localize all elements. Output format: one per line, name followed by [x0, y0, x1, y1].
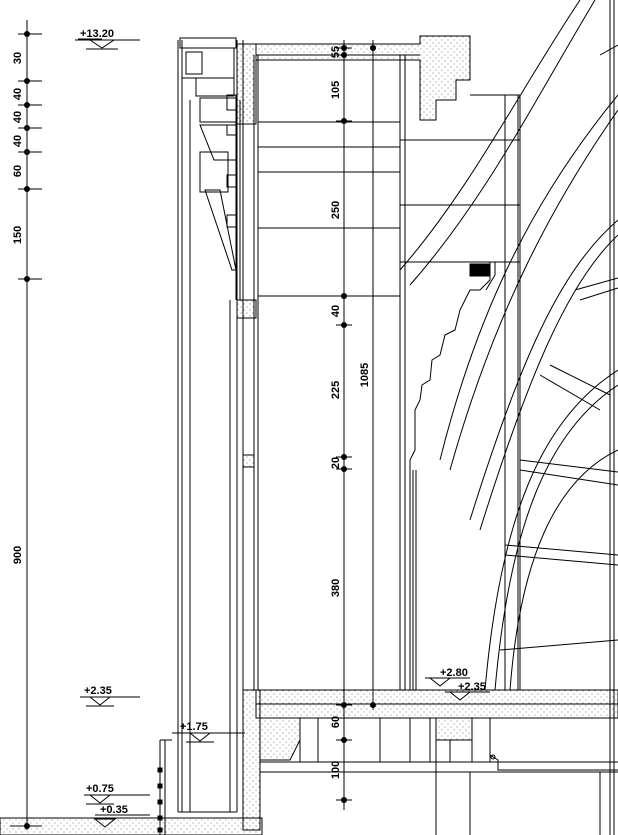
level-marker-2-80 [425, 677, 470, 687]
floor-slab [255, 689, 618, 719]
level-marker-top [75, 38, 140, 50]
dim-mid-4: 40 [330, 305, 342, 317]
dim-left-2: 40 [12, 88, 24, 100]
level-label-2-80: +2.80 [440, 667, 468, 679]
wall-hatch-lower [236, 299, 257, 319]
level-label-2-35-left: +2.35 [84, 685, 112, 697]
ground-slab [0, 817, 263, 835]
dim-mid-2: 105 [330, 81, 342, 99]
level-marker-2-35 [80, 696, 140, 707]
interior-lines [258, 55, 520, 690]
facade-wall [177, 40, 259, 813]
dim-left-4: 40 [12, 135, 24, 147]
level-marker-2-35-right [445, 691, 490, 701]
level-label-0-35: +0.35 [100, 804, 128, 816]
dim-left-3: 40 [12, 111, 24, 123]
level-label-top: +13.20 [80, 28, 114, 40]
wall-hatch-mid [242, 454, 255, 468]
dim-mid-5: 225 [330, 381, 342, 399]
dim-left-6: 150 [12, 226, 24, 244]
cornice-brackets [179, 37, 241, 300]
level-label-2-35-right: +2.35 [458, 681, 486, 693]
roof-parapet [236, 35, 471, 125]
dim-mid-8: 60 [330, 716, 342, 728]
dim-mid-1: 55 [330, 46, 342, 58]
level-marker-1-75 [172, 732, 245, 743]
level-label-1-75: +1.75 [180, 721, 208, 733]
dim-mid-overall: 1085 [359, 363, 371, 387]
dim-left-1: 30 [12, 52, 24, 64]
dim-mid-7: 380 [330, 579, 342, 597]
dim-left-5: 60 [12, 165, 24, 177]
mid-dimension-dots [341, 45, 376, 803]
dome-arches [399, 0, 618, 835]
dim-mid-9: 100 [330, 761, 342, 779]
dim-left-7: 900 [12, 546, 24, 564]
base-details [489, 754, 618, 771]
level-marker-0-75 [84, 794, 150, 805]
floor-beam [259, 717, 618, 835]
dim-mid-6: 20 [330, 457, 342, 469]
level-label-0-75: +0.75 [86, 783, 114, 795]
stepped-profile [409, 261, 496, 690]
dim-mid-3: 250 [330, 201, 342, 219]
